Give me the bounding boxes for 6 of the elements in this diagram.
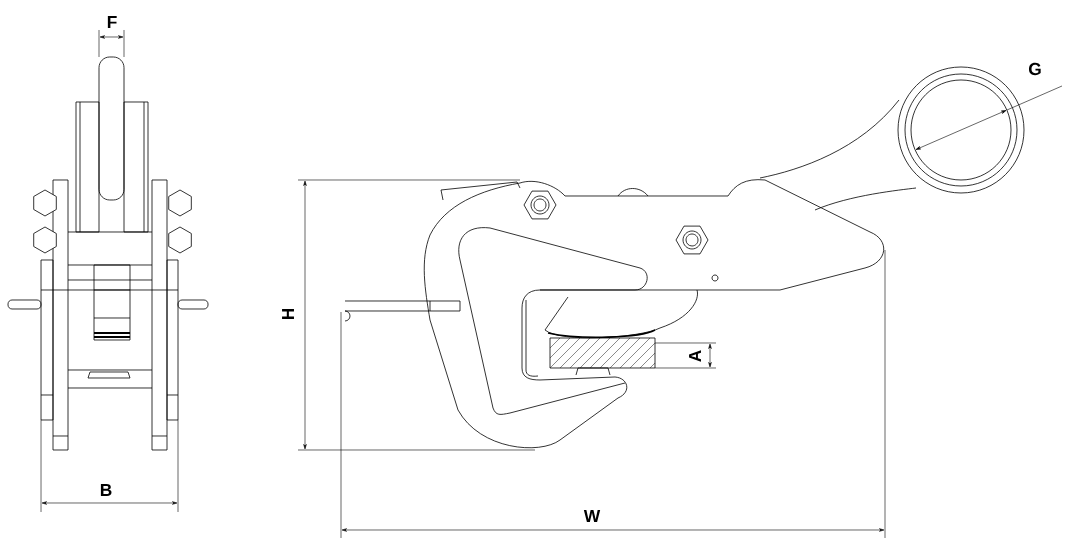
dimension-label: A bbox=[689, 350, 701, 362]
dimension-label: H bbox=[282, 308, 294, 320]
dimension-label: W bbox=[583, 510, 601, 522]
dimension-label: B bbox=[100, 484, 112, 496]
dimension-label: G bbox=[1029, 62, 1041, 76]
dimension-label: F bbox=[107, 16, 117, 28]
